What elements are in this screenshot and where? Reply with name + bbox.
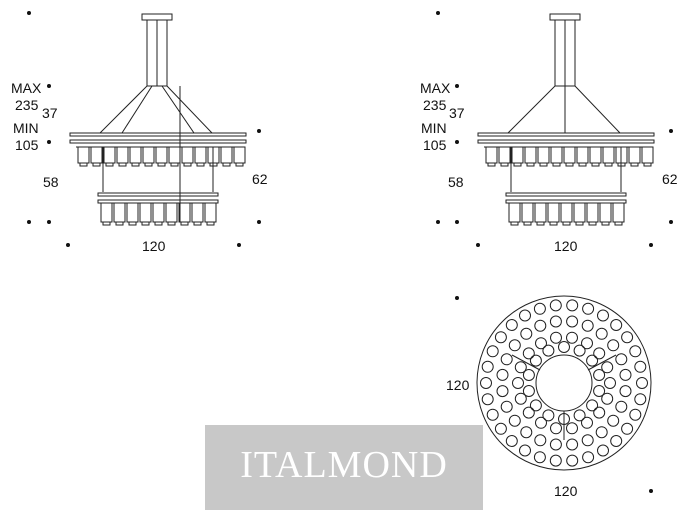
- total-height-right: 62: [662, 171, 678, 187]
- dimension-dot: [669, 220, 673, 224]
- min-label-right: MIN: [421, 120, 447, 136]
- dimension-dot: [649, 489, 653, 493]
- dimension-dot: [257, 129, 261, 133]
- min-value-left: 105: [15, 137, 39, 153]
- dimension-dot: [27, 220, 31, 224]
- dimension-dot: [257, 220, 261, 224]
- lower-gap-left: 58: [43, 174, 59, 190]
- max-label-left: MAX: [11, 80, 42, 96]
- max-value-left: 235: [15, 97, 39, 113]
- dimension-dot: [455, 84, 459, 88]
- dimension-dot: [47, 140, 51, 144]
- dimension-dot: [455, 140, 459, 144]
- lower-gap-right: 58: [448, 174, 464, 190]
- dimension-dot: [476, 243, 480, 247]
- drop-height-left: 37: [42, 105, 58, 121]
- min-value-right: 105: [423, 137, 447, 153]
- dimension-dot: [237, 243, 241, 247]
- top-view-drawing: [476, 295, 652, 471]
- min-label-left: MIN: [13, 120, 39, 136]
- dimension-dot: [669, 129, 673, 133]
- max-label-right: MAX: [420, 80, 451, 96]
- width-left: 120: [142, 238, 166, 254]
- dimension-dot: [47, 84, 51, 88]
- drop-height-right: 37: [449, 105, 465, 121]
- dimension-dot: [436, 220, 440, 224]
- top-diameter-vertical: 120: [446, 377, 470, 393]
- dimension-dot: [27, 11, 31, 15]
- total-height-left: 62: [252, 171, 268, 187]
- dimension-dot: [436, 11, 440, 15]
- dimension-dot: [455, 220, 459, 224]
- dimension-dot: [66, 243, 70, 247]
- width-right: 120: [554, 238, 578, 254]
- watermark: ITALMOND: [205, 425, 483, 510]
- dimension-dot: [47, 220, 51, 224]
- max-value-right: 235: [423, 97, 447, 113]
- dimension-dot: [649, 243, 653, 247]
- dimension-dot: [455, 296, 459, 300]
- top-diameter-horizontal: 120: [554, 483, 578, 499]
- watermark-text: ITALMOND: [240, 444, 448, 486]
